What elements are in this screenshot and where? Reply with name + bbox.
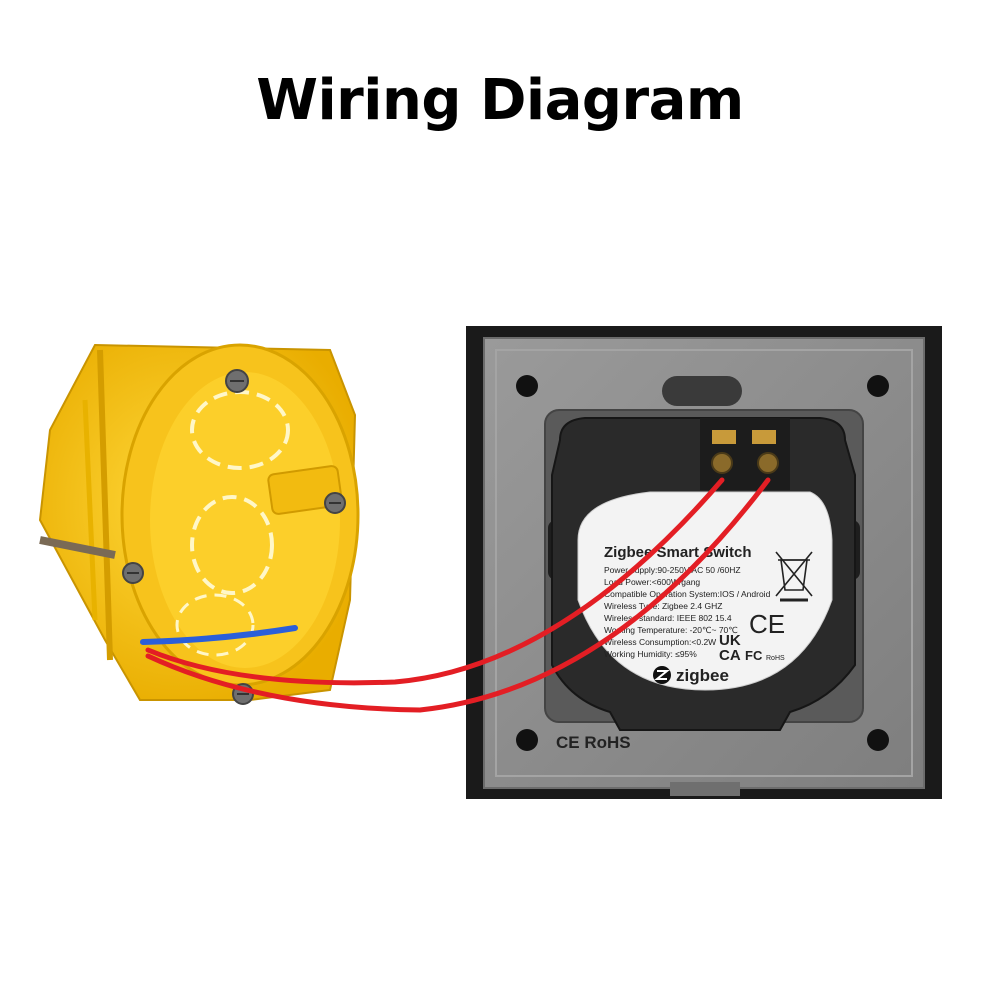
spec-line: Wireless Type: Zigbee 2.4 GHZ bbox=[604, 601, 722, 611]
rohs-mark: RoHS bbox=[766, 655, 785, 662]
mount-hole bbox=[516, 375, 538, 397]
screw-icon bbox=[324, 492, 346, 514]
spec-line: Wireless Consumption:<0.2W bbox=[604, 637, 716, 647]
spec-line: Working Temperature: -20℃~ 70℃ bbox=[604, 625, 738, 635]
spec-line: Load Power:<600W/gang bbox=[604, 577, 700, 587]
ukca-mark-top: UK bbox=[719, 632, 741, 649]
live-wire-l bbox=[145, 477, 771, 713]
zigbee-logo: zigbee bbox=[653, 666, 729, 685]
ce-mark: CE bbox=[749, 609, 785, 639]
screw-icon bbox=[122, 562, 144, 584]
mount-hole bbox=[867, 375, 889, 397]
knockout-bottom bbox=[175, 593, 255, 657]
spec-line: Compatible Operation System:IOS / Androi… bbox=[604, 589, 771, 599]
switch-module: L1 L Zigbee Smart Switch Power supply:90… bbox=[551, 417, 856, 731]
mount-hole bbox=[867, 729, 889, 751]
junction-box bbox=[38, 343, 360, 705]
screw-icon bbox=[225, 369, 249, 393]
product-specs: Power supply:90-250V AC 50 /60HZ Load Po… bbox=[604, 565, 771, 659]
neutral-wire bbox=[140, 625, 298, 645]
fcc-mark: FC bbox=[745, 648, 763, 663]
mount-hole bbox=[516, 729, 538, 751]
product-label-heading: Zigbee Smart Switch bbox=[604, 544, 752, 561]
terminal-l1 bbox=[712, 430, 736, 444]
diagram-title: Wiring Diagram bbox=[256, 68, 744, 133]
terminal-l bbox=[752, 430, 776, 444]
spec-line: Working Humidity: ≤95% bbox=[604, 649, 697, 659]
wires bbox=[140, 477, 771, 713]
spec-line: Power supply:90-250V AC 50 /60HZ bbox=[604, 565, 741, 575]
frame-marks: CE RoHS bbox=[556, 733, 631, 752]
live-wire-l1 bbox=[145, 477, 725, 686]
spec-line: Wireless standard: IEEE 802 15.4 bbox=[604, 613, 732, 623]
zigbee-brand-text: zigbee bbox=[676, 666, 729, 685]
ukca-mark-bottom: CA bbox=[719, 647, 741, 664]
weee-bin-icon bbox=[775, 551, 813, 602]
knockout-middle bbox=[190, 495, 274, 595]
